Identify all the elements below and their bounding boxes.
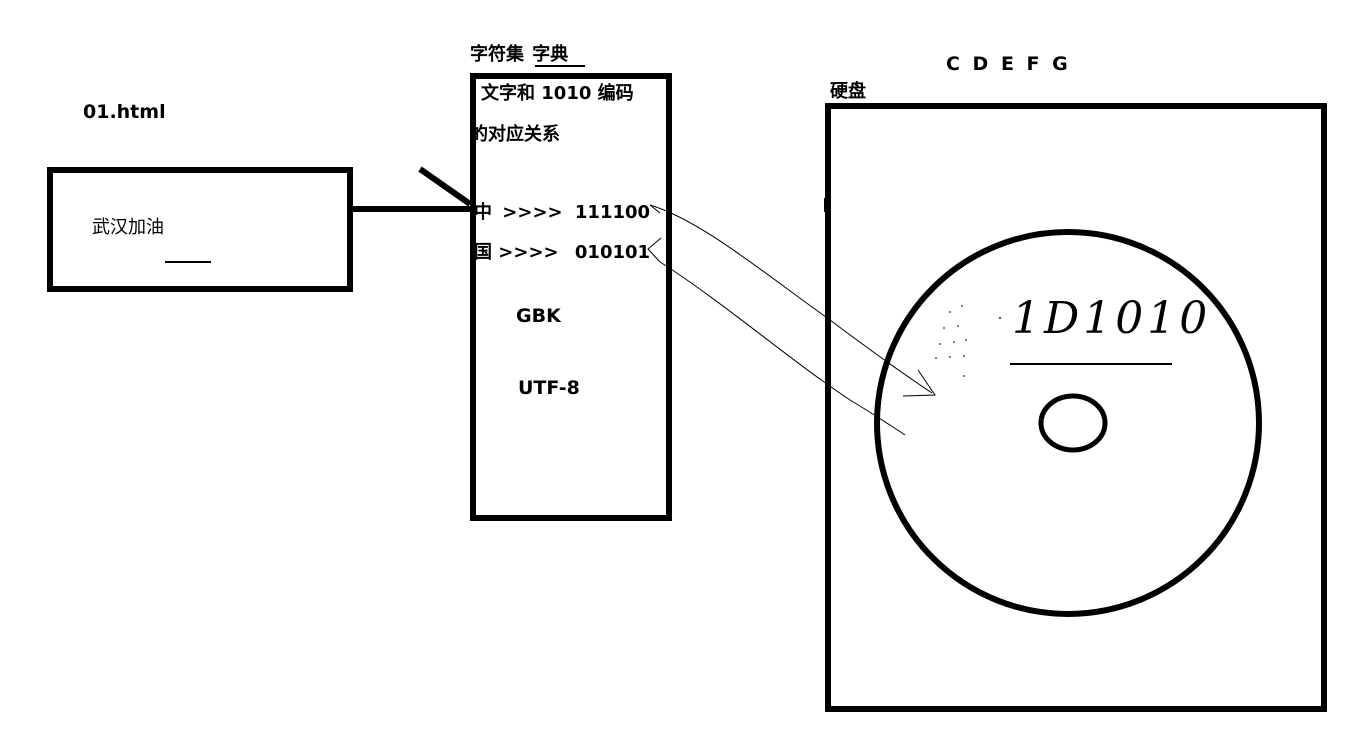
mapping-row: 中 >>>> 111100 [474,198,650,224]
hand-arrow-head [902,369,936,397]
charset-label: 字符集 [470,44,524,65]
disk-spindle [1038,393,1108,453]
hand-arrow-tail [647,204,662,263]
mapping-row: 国 >>>> 010101 [474,238,650,264]
arrow-head-stroke [418,166,472,207]
mapping-code: 111100 [574,202,651,223]
dictionary-label: 字典 [532,44,569,65]
hand-arrow-upper [649,204,933,394]
mapping-char: 国 [474,242,492,263]
dictionary-desc-line2: 的对应关系 [470,124,560,145]
disk-label: 硬盘 [830,81,866,102]
hand-arrow-lower [659,261,906,436]
file-name-label: 01.html [83,101,166,123]
disk-sector-dots [935,305,1002,377]
drive-letters: C D E F G [946,53,1071,75]
mapping-arrows: >>>> [498,242,559,263]
mapping-arrows: >>>> [502,202,563,223]
dictionary-box [470,73,672,521]
disk-platter [874,229,1262,617]
dictionary-desc-line1: 文字和 1010 编码 [481,83,634,104]
disk-box [825,103,1327,712]
mapping-code: 010101 [574,242,651,263]
mapping-char: 中 [474,202,492,223]
charset-title: 字符集 字典 [470,40,568,66]
encoding-gbk: GBK [516,305,561,327]
encoding-utf8: UTF-8 [518,377,580,399]
disk-bits-handwritten: 1D1010 [1012,293,1211,344]
file-box [47,167,353,292]
file-content-text: 武汉加油 [92,217,164,238]
